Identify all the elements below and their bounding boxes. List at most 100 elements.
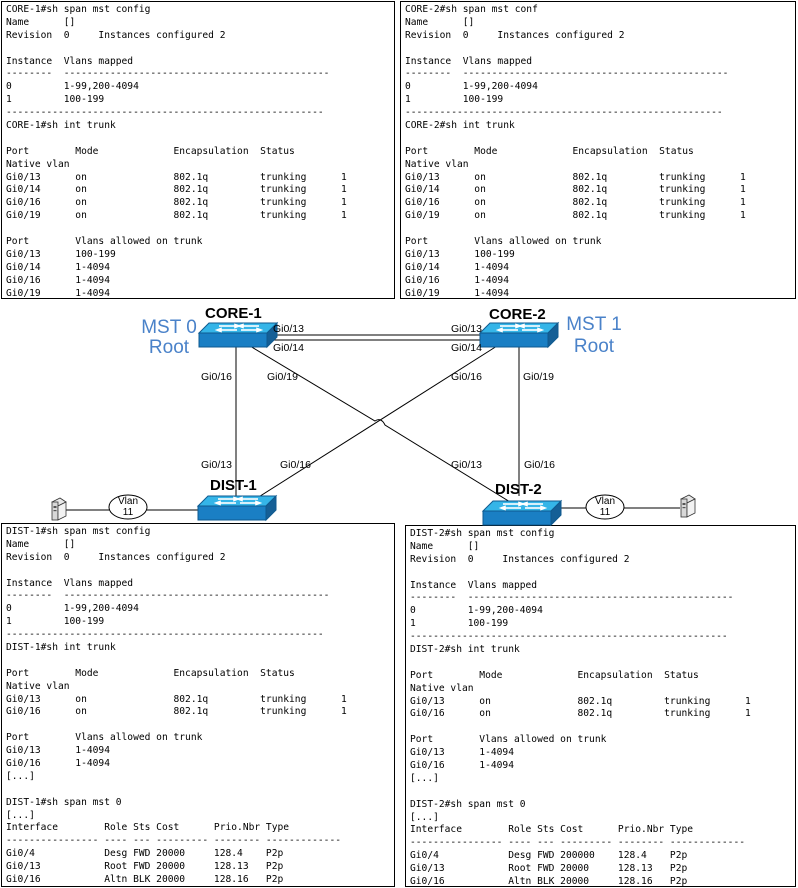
cli-line: Gi0/13 Root FWD 20000 128.13 P2p [410, 863, 688, 875]
cli-line: Gi0/19 on 802.1q trunking 1 [405, 210, 746, 222]
cli-line: Gi0/14 on 802.1q trunking 1 [6, 184, 347, 196]
cli-line: Gi0/13 on 802.1q trunking 1 [6, 693, 347, 705]
vlan-right-label-line1: Vlan [595, 496, 615, 507]
core1-root-label: Root [149, 337, 190, 358]
cli-line: Gi0/14 1-4094 [6, 261, 110, 273]
cli-line: Gi0/16 Altn BLK 20000 128.16 P2p [410, 876, 688, 887]
cli-line: Port Vlans allowed on trunk [405, 236, 602, 248]
cli-line: ----------------------------------------… [410, 631, 728, 643]
cli-line: Port Mode Encapsulation Status [6, 667, 295, 679]
dist1-switch-icon [197, 495, 277, 521]
cli-line: Gi0/13 on 802.1q trunking 1 [6, 171, 347, 183]
vlan-ellipse-right [585, 494, 625, 520]
cli-line: Revision 0 Instances configured 2 [405, 29, 625, 41]
port-label-core2-gi019: Gi0/19 [523, 371, 554, 383]
vlan-ellipse-left [108, 494, 148, 520]
cli-line: Native vlan [6, 158, 70, 170]
cli-line: Gi0/19 1-4094 [6, 287, 110, 299]
cli-line: Gi0/13 100-199 [6, 248, 116, 260]
port-label-core2-gi014: Gi0/14 [451, 342, 482, 354]
cli-line: Gi0/19 1-4094 [405, 287, 509, 299]
cli-line: [...] [410, 772, 439, 784]
cli-line: DIST-1#sh int trunk [6, 642, 116, 654]
port-label-dist1-gi016: Gi0/16 [280, 459, 311, 471]
cli-line: -------- -------------------------------… [6, 590, 330, 602]
cli-line: DIST-2#sh span mst 0 [410, 798, 526, 810]
core1-mst-label: MST 0 [141, 317, 197, 338]
dist2-switch-icon [482, 500, 562, 526]
cli-line: ----------------------------------------… [6, 629, 324, 641]
cli-line: Gi0/16 on 802.1q trunking 1 [410, 708, 751, 720]
cli-line: CORE-1#sh int trunk [6, 120, 116, 132]
port-label-core1-gi014: Gi0/14 [273, 342, 304, 354]
cli-line: Native vlan [6, 680, 70, 692]
cli-line: Revision 0 Instances configured 2 [6, 551, 226, 563]
dist2-name-label: DIST-2 [495, 481, 542, 498]
cli-line: Gi0/19 on 802.1q trunking 1 [6, 210, 347, 222]
core2-name-label: CORE-2 [489, 306, 546, 323]
port-label-core1-gi016: Gi0/16 [201, 371, 232, 383]
cli-line: Gi0/16 Altn BLK 20000 128.16 P2p [6, 874, 284, 886]
cli-line: 0 1-99,200-4094 [6, 603, 139, 615]
link-core2-dist1 [245, 345, 498, 506]
cli-line: -------- -------------------------------… [405, 68, 729, 80]
cli-line: -------- -------------------------------… [6, 68, 330, 80]
port-label-core2-gi013: Gi0/13 [451, 323, 482, 335]
cli-line: Port Vlans allowed on trunk [6, 236, 203, 248]
cli-line: Gi0/13 on 802.1q trunking 1 [405, 171, 746, 183]
cli-line: Port Vlans allowed on trunk [6, 732, 203, 744]
link-core1-dist2 [249, 345, 516, 506]
cli-line: Gi0/13 100-199 [405, 248, 515, 260]
cli-line: Gi0/4 Desg FWD 20000 128.4 P2p [6, 848, 284, 860]
cli-line: Gi0/4 Desg FWD 200000 128.4 P2p [410, 850, 688, 862]
cli-line: Gi0/16 1-4094 [410, 760, 514, 772]
cli-line: Instance Vlans mapped [6, 55, 134, 67]
cli-line: Gi0/16 1-4094 [405, 274, 509, 286]
host-left-computer-icon [51, 497, 67, 521]
cli-line: Gi0/13 1-4094 [410, 747, 514, 759]
cli-line: ----------------------------------------… [6, 107, 324, 119]
port-label-core1-gi019: Gi0/19 [267, 371, 298, 383]
cli-line: Gi0/13 1-4094 [6, 745, 110, 757]
vlan-left-label-line1: Vlan [118, 496, 138, 507]
port-label-core1-gi013: Gi0/13 [273, 323, 304, 335]
cli-line: DIST-2#sh int trunk [410, 644, 520, 656]
cli-line: 0 1-99,200-4094 [405, 81, 538, 93]
cli-line: Name [] [405, 16, 475, 28]
host-right-computer-icon [680, 494, 696, 518]
port-label-dist2-gi013: Gi0/13 [451, 459, 482, 471]
cli-line: 1 100-199 [410, 618, 509, 630]
cli-line: [...] [6, 809, 35, 821]
cli-line: Instance Vlans mapped [410, 579, 538, 591]
cli-line: DIST-1#sh span mst 0 [6, 796, 122, 808]
cli-line: CORE-2#sh span mst conf [405, 4, 538, 15]
cli-line: 0 1-99,200-4094 [6, 81, 139, 93]
cli-line: Port Mode Encapsulation Status [405, 145, 694, 157]
cli-line: Instance Vlans mapped [405, 55, 533, 67]
cli-line: ---------------- ---- --- --------- ----… [6, 835, 342, 847]
cli-line: 0 1-99,200-4094 [410, 605, 543, 617]
cli-line: ----------------------------------------… [405, 107, 723, 119]
core1-name-label: CORE-1 [205, 305, 262, 322]
cli-line: Gi0/13 Root FWD 20000 128.13 P2p [6, 861, 284, 873]
cli-line: DIST-1#sh span mst config [6, 526, 151, 537]
cli-line: Gi0/16 on 802.1q trunking 1 [6, 197, 347, 209]
cli-line: Name [] [6, 16, 76, 28]
cli-line: Gi0/14 1-4094 [405, 261, 509, 273]
cli-line: Port Mode Encapsulation Status [6, 145, 295, 157]
cli-line: Gi0/16 on 802.1q trunking 1 [6, 706, 347, 718]
cli-line: CORE-2#sh int trunk [405, 120, 515, 132]
cli-line: Port Vlans allowed on trunk [410, 734, 607, 746]
core2-mst-label: MST 1 [566, 314, 622, 335]
cli-line: [...] [410, 811, 439, 823]
dist1-name-label: DIST-1 [210, 477, 257, 494]
cli-line: Revision 0 Instances configured 2 [410, 553, 630, 565]
cli-line: -------- -------------------------------… [410, 592, 734, 604]
core2-root-label: Root [574, 336, 615, 357]
